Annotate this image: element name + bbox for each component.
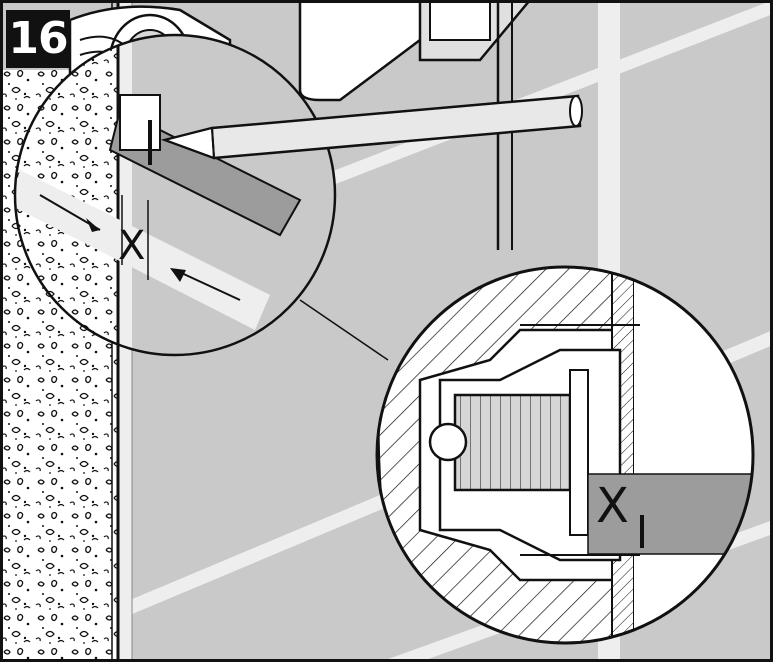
- measurement-label-x-large: X: [596, 478, 629, 534]
- measurement-label-x-small: X: [118, 223, 146, 269]
- detail-circle-large: [375, 265, 755, 645]
- detail-circle-small: [13, 33, 337, 357]
- step-number-badge: 16: [6, 10, 70, 68]
- leader-line: [299, 299, 389, 361]
- valve-body: [298, 0, 532, 250]
- pencil: [160, 94, 583, 160]
